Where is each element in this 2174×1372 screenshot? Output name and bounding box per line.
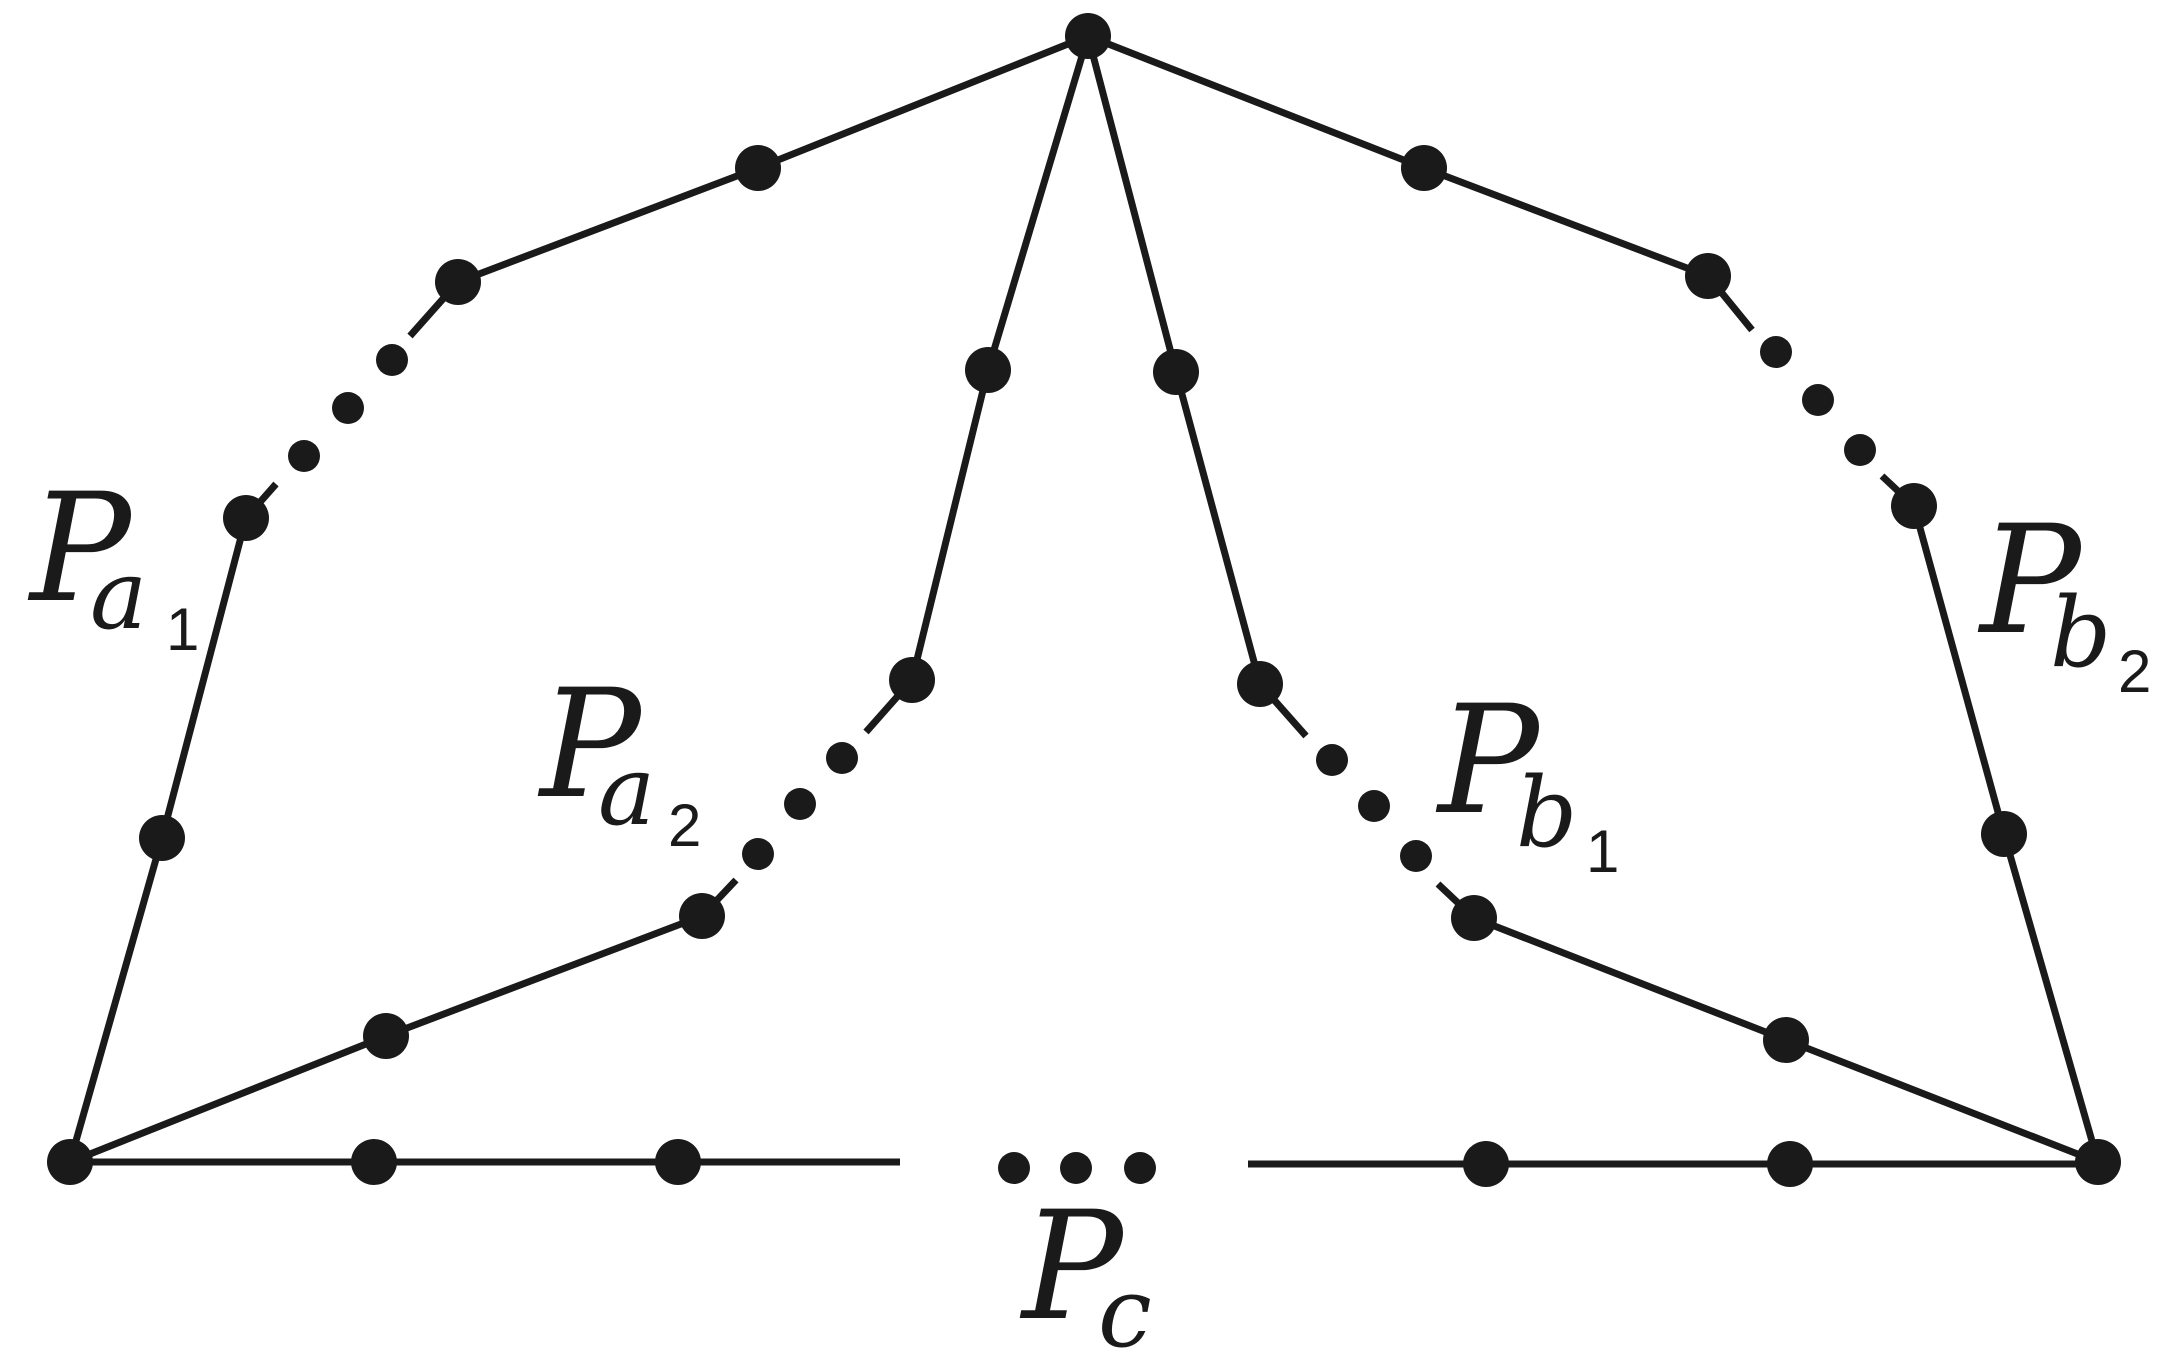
label-p-a2-main: P	[537, 658, 644, 832]
edge-apex-to-b2-top1	[1086, 32, 1426, 172]
ellipsis-dot-a2-1	[826, 742, 858, 774]
ellipsis-dot-a1-3	[288, 440, 320, 472]
label-p-b1-sub: b	[1516, 757, 1577, 869]
label-p-b2-sub: b	[2050, 577, 2111, 689]
ellipsis-dot-b2-1	[1760, 336, 1792, 368]
vertex-a1	[139, 815, 185, 861]
edge-a1-left-lower	[66, 837, 166, 1163]
vertices	[47, 13, 2121, 1187]
vertex-a1	[223, 495, 269, 541]
vertex-b1	[1237, 661, 1283, 707]
ellipsis-dot-c-1	[998, 1152, 1030, 1184]
ellipsis-dot-a2-3	[742, 838, 774, 870]
edge-a1-top1-to-top2	[456, 164, 760, 286]
label-p-a1-main: P	[27, 462, 134, 636]
ellipsis-dot-a1-1	[376, 344, 408, 376]
vertex-a2	[889, 657, 935, 703]
vertex-bottom-left	[47, 1139, 93, 1185]
ellipsis-dot-c-2	[1060, 1152, 1092, 1184]
edge-a2-upper-to-lower	[908, 369, 992, 681]
edge-b1-to-bottom-right	[1784, 1036, 2100, 1166]
ellipsis-dot-b1-2	[1358, 790, 1390, 822]
label-p-c: P c	[1019, 1180, 1152, 1369]
label-p-b1-main: P	[1435, 674, 1542, 848]
ellipsis-dot-c-3	[1124, 1152, 1156, 1184]
label-p-a2: P a 2	[537, 658, 701, 859]
label-p-b1: P b 1	[1435, 674, 1619, 885]
ellipsis-dot-a2-2	[784, 788, 816, 820]
vertex-a1	[435, 259, 481, 305]
edge-b1-lower-segment	[1472, 914, 1788, 1044]
edge-b2-right-lower	[2000, 833, 2102, 1163]
label-p-a1-index: 1	[166, 596, 199, 663]
ellipsis-dot-a1-2	[332, 392, 364, 424]
vertex-b1	[1451, 895, 1497, 941]
label-p-a2-sub: a	[598, 735, 655, 847]
vertex-a2	[965, 347, 1011, 393]
edge-apex-to-a1-top1	[756, 32, 1090, 172]
vertex-c	[1463, 1141, 1509, 1187]
vertex-b2	[1685, 253, 1731, 299]
label-p-b1-index: 1	[1586, 818, 1619, 885]
label-p-a2-index: 2	[668, 792, 701, 859]
vertex-b1	[1153, 349, 1199, 395]
ellipsis-dots	[288, 336, 1876, 1184]
edge-a2-lower-segment	[384, 912, 704, 1040]
label-p-c-sub: c	[1098, 1257, 1152, 1369]
label-p-c-main: P	[1019, 1180, 1126, 1354]
vertex-b2	[1891, 483, 1937, 529]
vertex-apex	[1065, 13, 1111, 59]
ellipsis-dot-b1-3	[1400, 840, 1432, 872]
vertex-a1	[735, 145, 781, 191]
ellipsis-dot-b2-2	[1802, 384, 1834, 416]
edges	[66, 32, 2102, 1168]
label-p-a1: P a 1	[27, 462, 199, 663]
ellipsis-dot-b1-1	[1316, 744, 1348, 776]
label-p-a1-sub: a	[90, 539, 147, 651]
vertex-c	[655, 1139, 701, 1185]
edge-a2-to-bottom-left	[68, 1032, 388, 1166]
vertex-bottom-right	[2075, 1139, 2121, 1185]
label-p-b2-main: P	[1977, 494, 2084, 668]
vertex-c	[1767, 1141, 1813, 1187]
edge-apex-to-a2-upper	[984, 34, 1092, 372]
vertex-a2	[679, 893, 725, 939]
vertex-b2	[1981, 811, 2027, 857]
vertex-b2	[1401, 145, 1447, 191]
edge-apex-to-b1-upper	[1084, 35, 1180, 373]
edge-b2-top1-to-top2	[1422, 164, 1710, 280]
vertex-c	[351, 1139, 397, 1185]
edge-b2-right-upper	[1910, 505, 2008, 835]
label-p-b2: P b 2	[1977, 494, 2151, 705]
label-p-b2-index: 2	[2118, 638, 2151, 705]
edge-a1-left-upper	[158, 517, 250, 839]
vertex-a2	[363, 1013, 409, 1059]
vertex-b1	[1763, 1017, 1809, 1063]
ellipsis-dot-b2-3	[1844, 434, 1876, 466]
edge-b1-upper-to-lower	[1172, 371, 1264, 685]
